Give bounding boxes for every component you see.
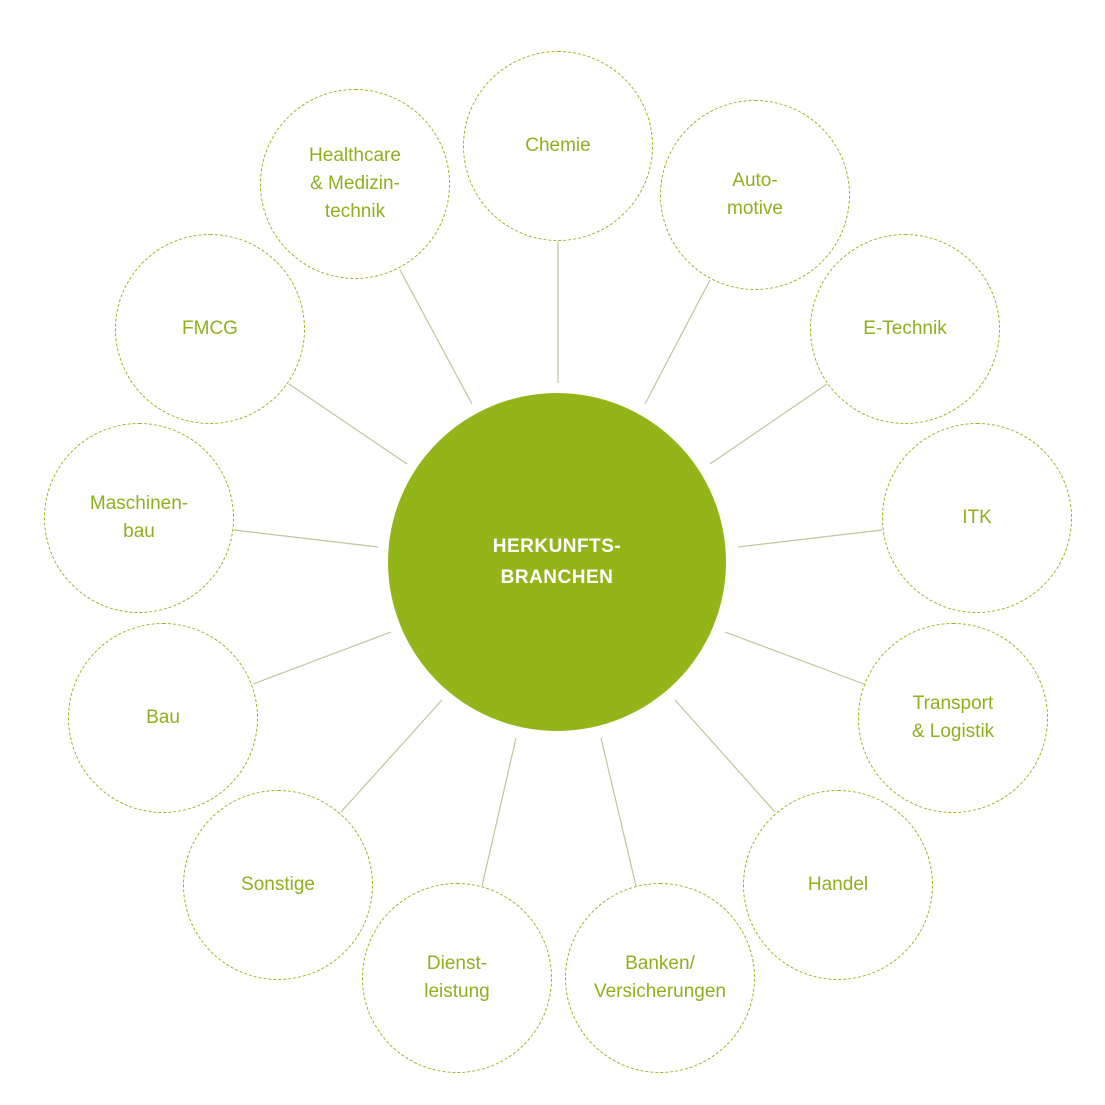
node-label-transport: Transport & Logistik <box>911 693 995 742</box>
node-healthcare: Healthcare & Medizin- technik <box>260 89 450 279</box>
connector-line-banken <box>600 737 637 887</box>
node-label-healthcare: Healthcare & Medizin- technik <box>309 145 401 222</box>
connector-line-automotive <box>644 279 711 405</box>
node-itk: ITK <box>882 423 1072 613</box>
connector-line-transport <box>724 631 865 685</box>
connector-line-maschinenbau <box>233 529 379 548</box>
node-label-fmcg: FMCG <box>182 318 238 339</box>
node-fmcg: FMCG <box>115 234 305 424</box>
node-banken: Banken/ Versicherungen <box>565 883 755 1073</box>
connector-line-sonstige <box>340 699 443 813</box>
connector-line-fmcg <box>288 383 408 465</box>
connector-line-dienstleistung <box>481 737 517 887</box>
node-chemie: Chemie <box>463 51 653 241</box>
node-label-e-technik: E-Technik <box>863 318 947 339</box>
center-label: HERKUNFTS- BRANCHEN <box>492 536 622 588</box>
connector-line-itk <box>737 529 883 548</box>
node-e-technik: E-Technik <box>810 234 1000 424</box>
node-label-handel: Handel <box>807 874 869 895</box>
node-bau: Bau <box>68 623 258 813</box>
connector-line-bau <box>252 631 392 685</box>
connector-line-handel <box>674 699 776 813</box>
node-label-bau: Bau <box>146 707 180 728</box>
node-label-sonstige: Sonstige <box>241 874 315 895</box>
node-sonstige: Sonstige <box>183 790 373 980</box>
node-dienstleistung: Dienst- leistung <box>362 883 552 1073</box>
center-hub: HERKUNFTS- BRANCHEN <box>388 393 726 731</box>
node-label-maschinenbau: Maschinen- bau <box>89 493 189 542</box>
node-maschinenbau: Maschinen- bau <box>44 423 234 613</box>
node-label-banken: Banken/ Versicherungen <box>593 953 727 1002</box>
node-handel: Handel <box>743 790 933 980</box>
connector-line-e-technik <box>709 383 828 465</box>
node-automotive: Auto- motive <box>660 100 850 290</box>
node-label-automotive: Auto- motive <box>727 170 783 219</box>
node-label-dienstleistung: Dienst- leistung <box>424 953 490 1002</box>
node-label-chemie: Chemie <box>525 135 591 156</box>
node-transport: Transport & Logistik <box>858 623 1048 813</box>
connector-line-healthcare <box>399 269 473 405</box>
node-label-itk: ITK <box>962 507 992 528</box>
